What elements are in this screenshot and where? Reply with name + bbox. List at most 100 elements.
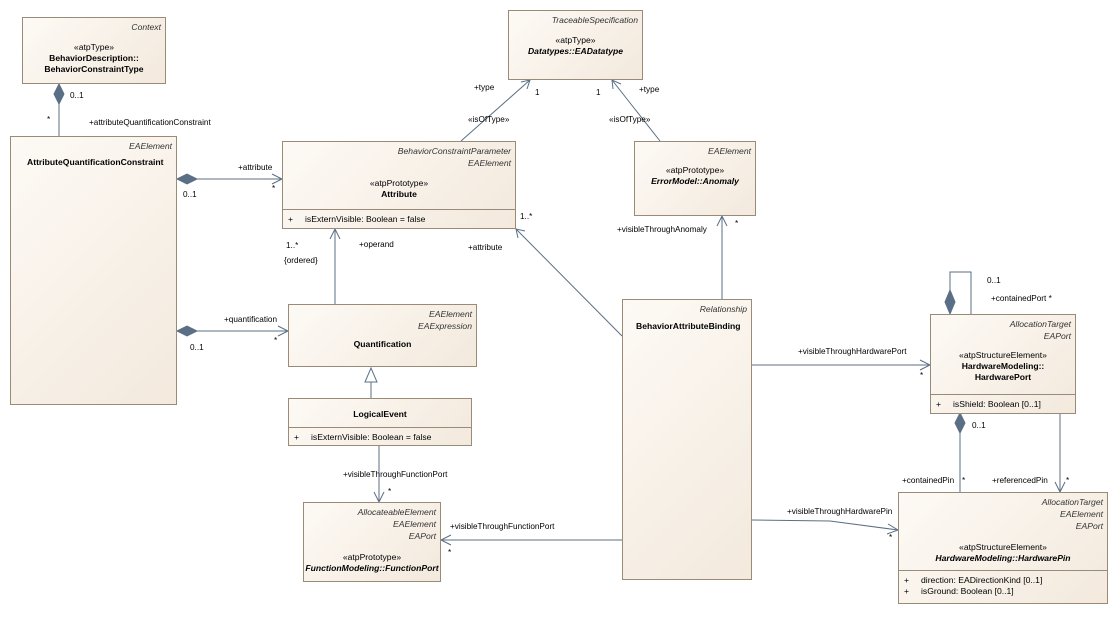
role-label: +containedPort * [991,294,1052,303]
context-composition-diamond [53,82,65,106]
class-name-line1: HardwareModeling:: [961,361,1045,371]
type-stereotype: «atpStructureElement» [959,542,1047,552]
class-stereotype: TraceableSpecification [551,15,638,25]
class-title: Quantification [289,339,476,350]
class-stereotype: Context [131,22,161,32]
generalization-triangle [364,366,378,383]
type-stereotype: «atpPrototype» [369,178,429,188]
class-function-port[interactable]: AllocateableElement EAElement EAPort «at… [303,502,441,582]
attribute-text: isShield: Boolean [0..1] [953,399,1041,409]
hwport-self-link [949,271,972,314]
role-label: +visibleThroughFunctionPort [343,470,448,479]
class-title: «atpType» Datatypes::EADatatype [509,35,642,57]
class-behavior-attribute-binding[interactable]: Relationship BehaviorAttributeBinding [622,299,752,580]
class-attribute-row[interactable]: + isExternVisible: Boolean = false [283,214,515,225]
multiplicity-label: 0..1 [70,91,84,100]
role-label: +attributeQuantificationConstraint [89,118,211,127]
class-hardware-port[interactable]: AllocationTarget EAPort «atpStructureEle… [930,314,1076,414]
class-stereotype: EAPort [1075,521,1103,531]
class-name-line2: BehaviorConstraintType [44,64,144,74]
anomaly-type-arrow [611,79,622,90]
class-stereotype: BehaviorConstraintParameter [397,146,511,156]
multiplicity-label: * [272,184,276,193]
multiplicity-label: 0..1 [190,343,204,352]
role-label: +containedPin [902,476,955,485]
class-stereotype: EAElement [708,146,751,156]
anomaly-type-link [611,79,661,142]
type-stereotype: «atpPrototype» [665,165,725,175]
class-name: Quantification [353,339,412,349]
class-attribute-quantification-constraint[interactable]: EAElement AttributeQuantificationConstra… [10,136,177,405]
role-label: +attribute [468,243,503,252]
class-context[interactable]: Context «atpType» BehaviorDescription:: … [22,17,166,84]
attribute-text: direction: EADirectionKind [0..1] [921,575,1043,585]
stereotype-label: «isOfType» [609,115,651,124]
class-traceable-specification[interactable]: TraceableSpecification «atpType» Datatyp… [508,10,643,80]
stereotype-label: «isOfType» [468,115,510,124]
hwport-self-diamond [944,288,956,316]
class-title: «atpPrototype» FunctionModeling::Functio… [304,552,440,574]
class-name: AttributeQuantificationConstraint [27,157,164,167]
class-quantification[interactable]: EAElement EAExpression Quantification [288,304,477,367]
bab-anomaly-arrow [716,214,728,227]
class-name: Attribute [381,189,417,199]
class-name-line2: HardwarePort [974,372,1032,382]
role-label: +quantification [224,315,278,324]
multiplicity-label: 1 [535,88,540,97]
class-hardware-pin[interactable]: AllocationTarget EAElement EAPort «atpSt… [898,492,1108,604]
class-name: Datatypes::EADatatype [527,46,624,56]
multiplicity-label: * [889,533,893,542]
type-stereotype: «atpType» [555,35,596,45]
class-name: LogicalEvent [353,409,407,419]
class-stereotypes: BehaviorConstraintParameter EAElement [398,145,511,169]
class-title: «atpStructureElement» HardwareModeling::… [899,542,1107,564]
multiplicity-label: * [274,336,278,345]
attribute-compartment: + isExternVisible: Boolean = false [289,427,471,443]
visibility-marker: + [936,399,942,409]
class-stereotype: AllocationTarget [1041,497,1103,507]
class-name: ErrorModel::Anomaly [651,176,739,186]
role-label: +type [639,85,660,94]
hwport-pin-diamond [954,411,966,435]
class-attribute[interactable]: BehaviorConstraintParameter EAElement «a… [282,141,516,229]
class-stereotype: EAElement [1060,509,1103,519]
class-name: BehaviorAttributeBinding [636,321,741,331]
class-stereotypes: AllocateableElement EAElement EAPort [358,506,436,542]
class-stereotype: EAElement [468,158,511,168]
bab-functionport-arrow [439,534,452,546]
class-anomaly[interactable]: EAElement «atpPrototype» ErrorModel::Ano… [634,141,756,216]
role-label: +visibleThroughAnomaly [617,225,707,234]
class-stereotype: AllocationTarget [1009,319,1071,329]
class-name: HardwareModeling::HardwarePin [935,553,1071,563]
type-stereotype: «atpPrototype» [342,552,402,562]
attribute-compartment: + direction: EADirectionKind [0..1] + is… [899,570,1107,597]
class-name-line1: BehaviorDescription:: [49,53,139,63]
multiplicity-label: 0..1 [183,190,197,199]
role-label: +referencedPin [992,476,1048,485]
class-attribute-row[interactable]: + isGround: Boolean [0..1] [899,586,1107,597]
attribute-type-link [460,79,531,142]
class-stereotype: EAElement [129,141,172,151]
bab-attribute-arrow [515,228,526,239]
multiplicity-label: 1..* [520,212,533,221]
multiplicity-label: * [388,487,392,496]
multiplicity-label: 1 [596,88,601,97]
role-label: +visibleThroughFunctionPort [450,522,555,531]
role-label: +type [474,83,495,92]
multiplicity-label: * [920,371,924,380]
class-attribute-row[interactable]: + isShield: Boolean [0..1] [931,399,1075,410]
class-stereotype: EAPort [408,531,436,541]
class-attribute-row[interactable]: + isExternVisible: Boolean = false [289,432,471,443]
class-stereotype: EAElement [393,519,436,529]
class-logical-event[interactable]: LogicalEvent + isExternVisible: Boolean … [288,398,472,446]
class-title: «atpStructureElement» HardwareModeling::… [931,350,1075,383]
class-attribute-row[interactable]: + direction: EADirectionKind [0..1] [899,575,1107,586]
class-stereotypes: EAElement EAExpression [418,308,472,332]
visibility-marker: + [288,214,294,224]
bab-hwpin-link [751,519,899,531]
quantification-operand-arrow [329,227,341,240]
aqc-attribute-diamond [175,173,199,185]
bab-attribute-link [515,228,623,337]
class-name: FunctionModeling::FunctionPort [305,563,439,573]
